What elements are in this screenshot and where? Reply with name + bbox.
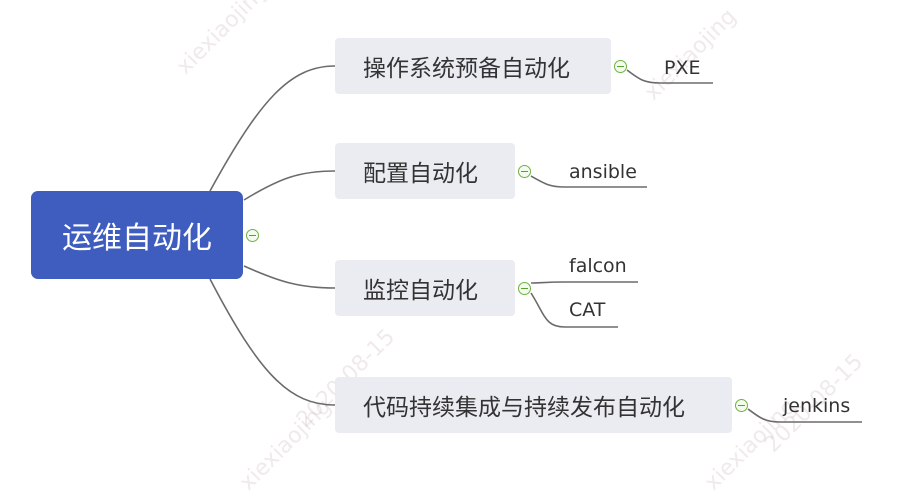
leaf-falcon[interactable]: falcon [569,255,627,277]
topic-collapse-toggle-icon[interactable] [518,282,531,295]
leaf-ansible[interactable]: ansible [569,161,637,183]
leaf-pxe[interactable]: PXE [664,57,701,79]
leaf-jenkins[interactable]: jenkins [783,395,851,417]
topic-os-provisioning[interactable]: 操作系统预备自动化 [335,38,611,94]
root-topic-label: 运维自动化 [62,221,212,256]
topic-collapse-toggle-icon[interactable] [518,165,531,178]
connector-topic3-falcon [530,281,638,284]
topic-config[interactable]: 配置自动化 [335,143,515,199]
topic-label: 配置自动化 [363,161,478,187]
topic-label: 监控自动化 [363,278,478,304]
connector-root-topic3 [243,265,336,289]
connector-topic4-jenkins [747,408,862,423]
root-collapse-toggle-icon[interactable] [246,229,259,242]
topic-ci-cd[interactable]: 代码持续集成与持续发布自动化 [335,377,732,433]
mind-map-canvas: xiexiaojing xiexiaojing 2020-08-15 2020-… [31,0,868,496]
topic-label: 操作系统预备自动化 [363,56,570,82]
connector-topic3-cat [530,292,618,328]
topic-collapse-toggle-icon[interactable] [614,60,627,73]
connector-root-topic4 [209,278,336,406]
connector-lines [209,65,862,423]
topic-collapse-toggle-icon[interactable] [735,399,748,412]
topic-label: 代码持续集成与持续发布自动化 [363,395,685,421]
topic-monitoring[interactable]: 监控自动化 [335,260,515,316]
root-topic[interactable]: 运维自动化 [31,191,243,279]
connector-topic1-pxe [626,69,713,84]
connector-topic2-ansible [530,175,647,188]
connector-root-topic2 [243,170,336,201]
connector-root-topic1 [209,65,336,192]
leaf-cat[interactable]: CAT [569,299,606,321]
